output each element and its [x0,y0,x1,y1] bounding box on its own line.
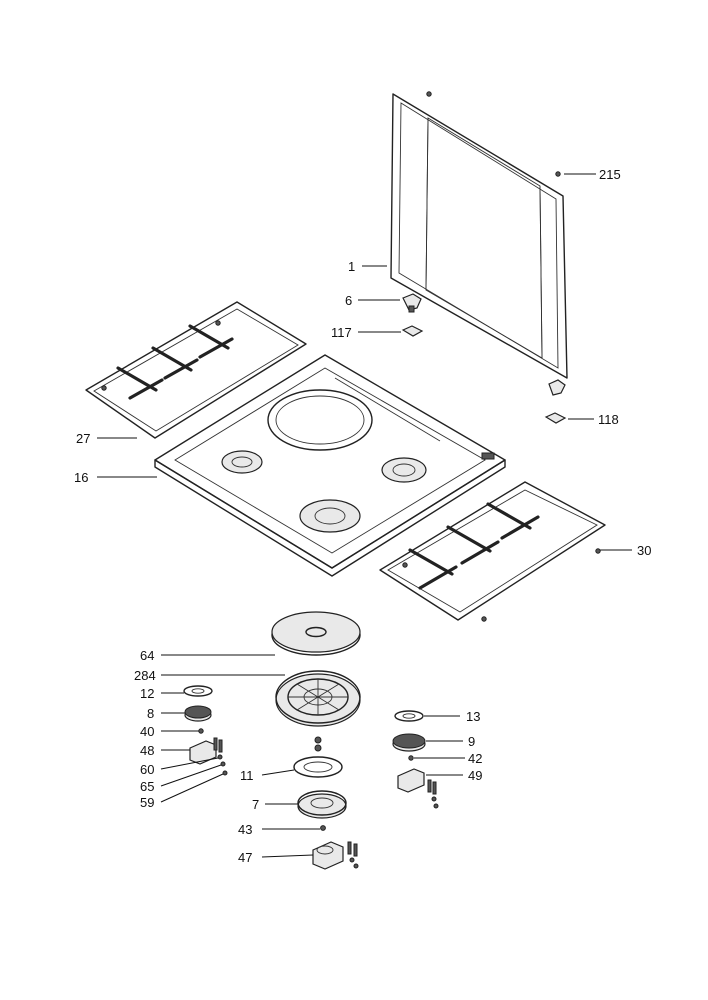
callout-284: 284 [134,668,156,683]
gas-tap-part [312,841,359,870]
leader-line [160,773,224,803]
callout-42: 42 [468,751,482,766]
callout-43: 43 [238,822,252,837]
hob-top-part [154,354,506,577]
glass-lid-part [390,91,568,379]
callout-30: 30 [637,543,651,558]
leader-line [160,757,219,770]
hinge-right-part [548,379,566,396]
callout-7: 7 [252,797,259,812]
callout-16: 16 [74,470,88,485]
callout-6: 6 [345,293,352,308]
leader-line [160,764,222,787]
callout-49: 49 [468,768,482,783]
triple-ring-burner-part [275,670,361,727]
callout-65: 65 [140,779,154,794]
injector-part [314,736,322,744]
pan-support-left-part [85,301,307,439]
callout-13: 13 [466,709,480,724]
callout-1: 1 [348,259,355,274]
small-burner-base-right-part [392,733,426,752]
callout-118: 118 [598,412,619,427]
callout-48: 48 [140,743,154,758]
injector-part [320,825,326,831]
gas-tap-left-part [189,737,228,776]
small-burner-cap-right-part [394,710,424,722]
leader-line [261,854,314,858]
small-burner-base-left-part [184,705,212,722]
callout-11: 11 [240,768,254,783]
callout-12: 12 [140,686,154,701]
burner-ring-part [293,756,343,778]
injector-part [198,728,204,734]
burner-base-part [297,790,347,819]
callout-117: 117 [331,325,352,340]
callout-8: 8 [147,706,154,721]
callout-9: 9 [468,734,475,749]
callout-215: 215 [599,167,621,182]
hinge-bracket-right-part [544,412,567,424]
hinge-left-part [402,293,422,313]
callout-40: 40 [140,724,154,739]
gas-tap-right-part [397,768,439,809]
leader-line [261,769,295,776]
hinge-bracket-left-part [401,325,424,337]
callout-59: 59 [140,795,154,810]
injector-part [314,744,322,752]
callout-47: 47 [238,850,252,865]
injector-part [408,755,414,761]
pan-support-right-part [379,481,606,622]
callout-60: 60 [140,762,154,777]
small-burner-cap-left-part [183,685,213,697]
callout-64: 64 [140,648,154,663]
screw-part [555,171,561,177]
burner-cap-large-part [271,611,361,656]
callout-27: 27 [76,431,90,446]
